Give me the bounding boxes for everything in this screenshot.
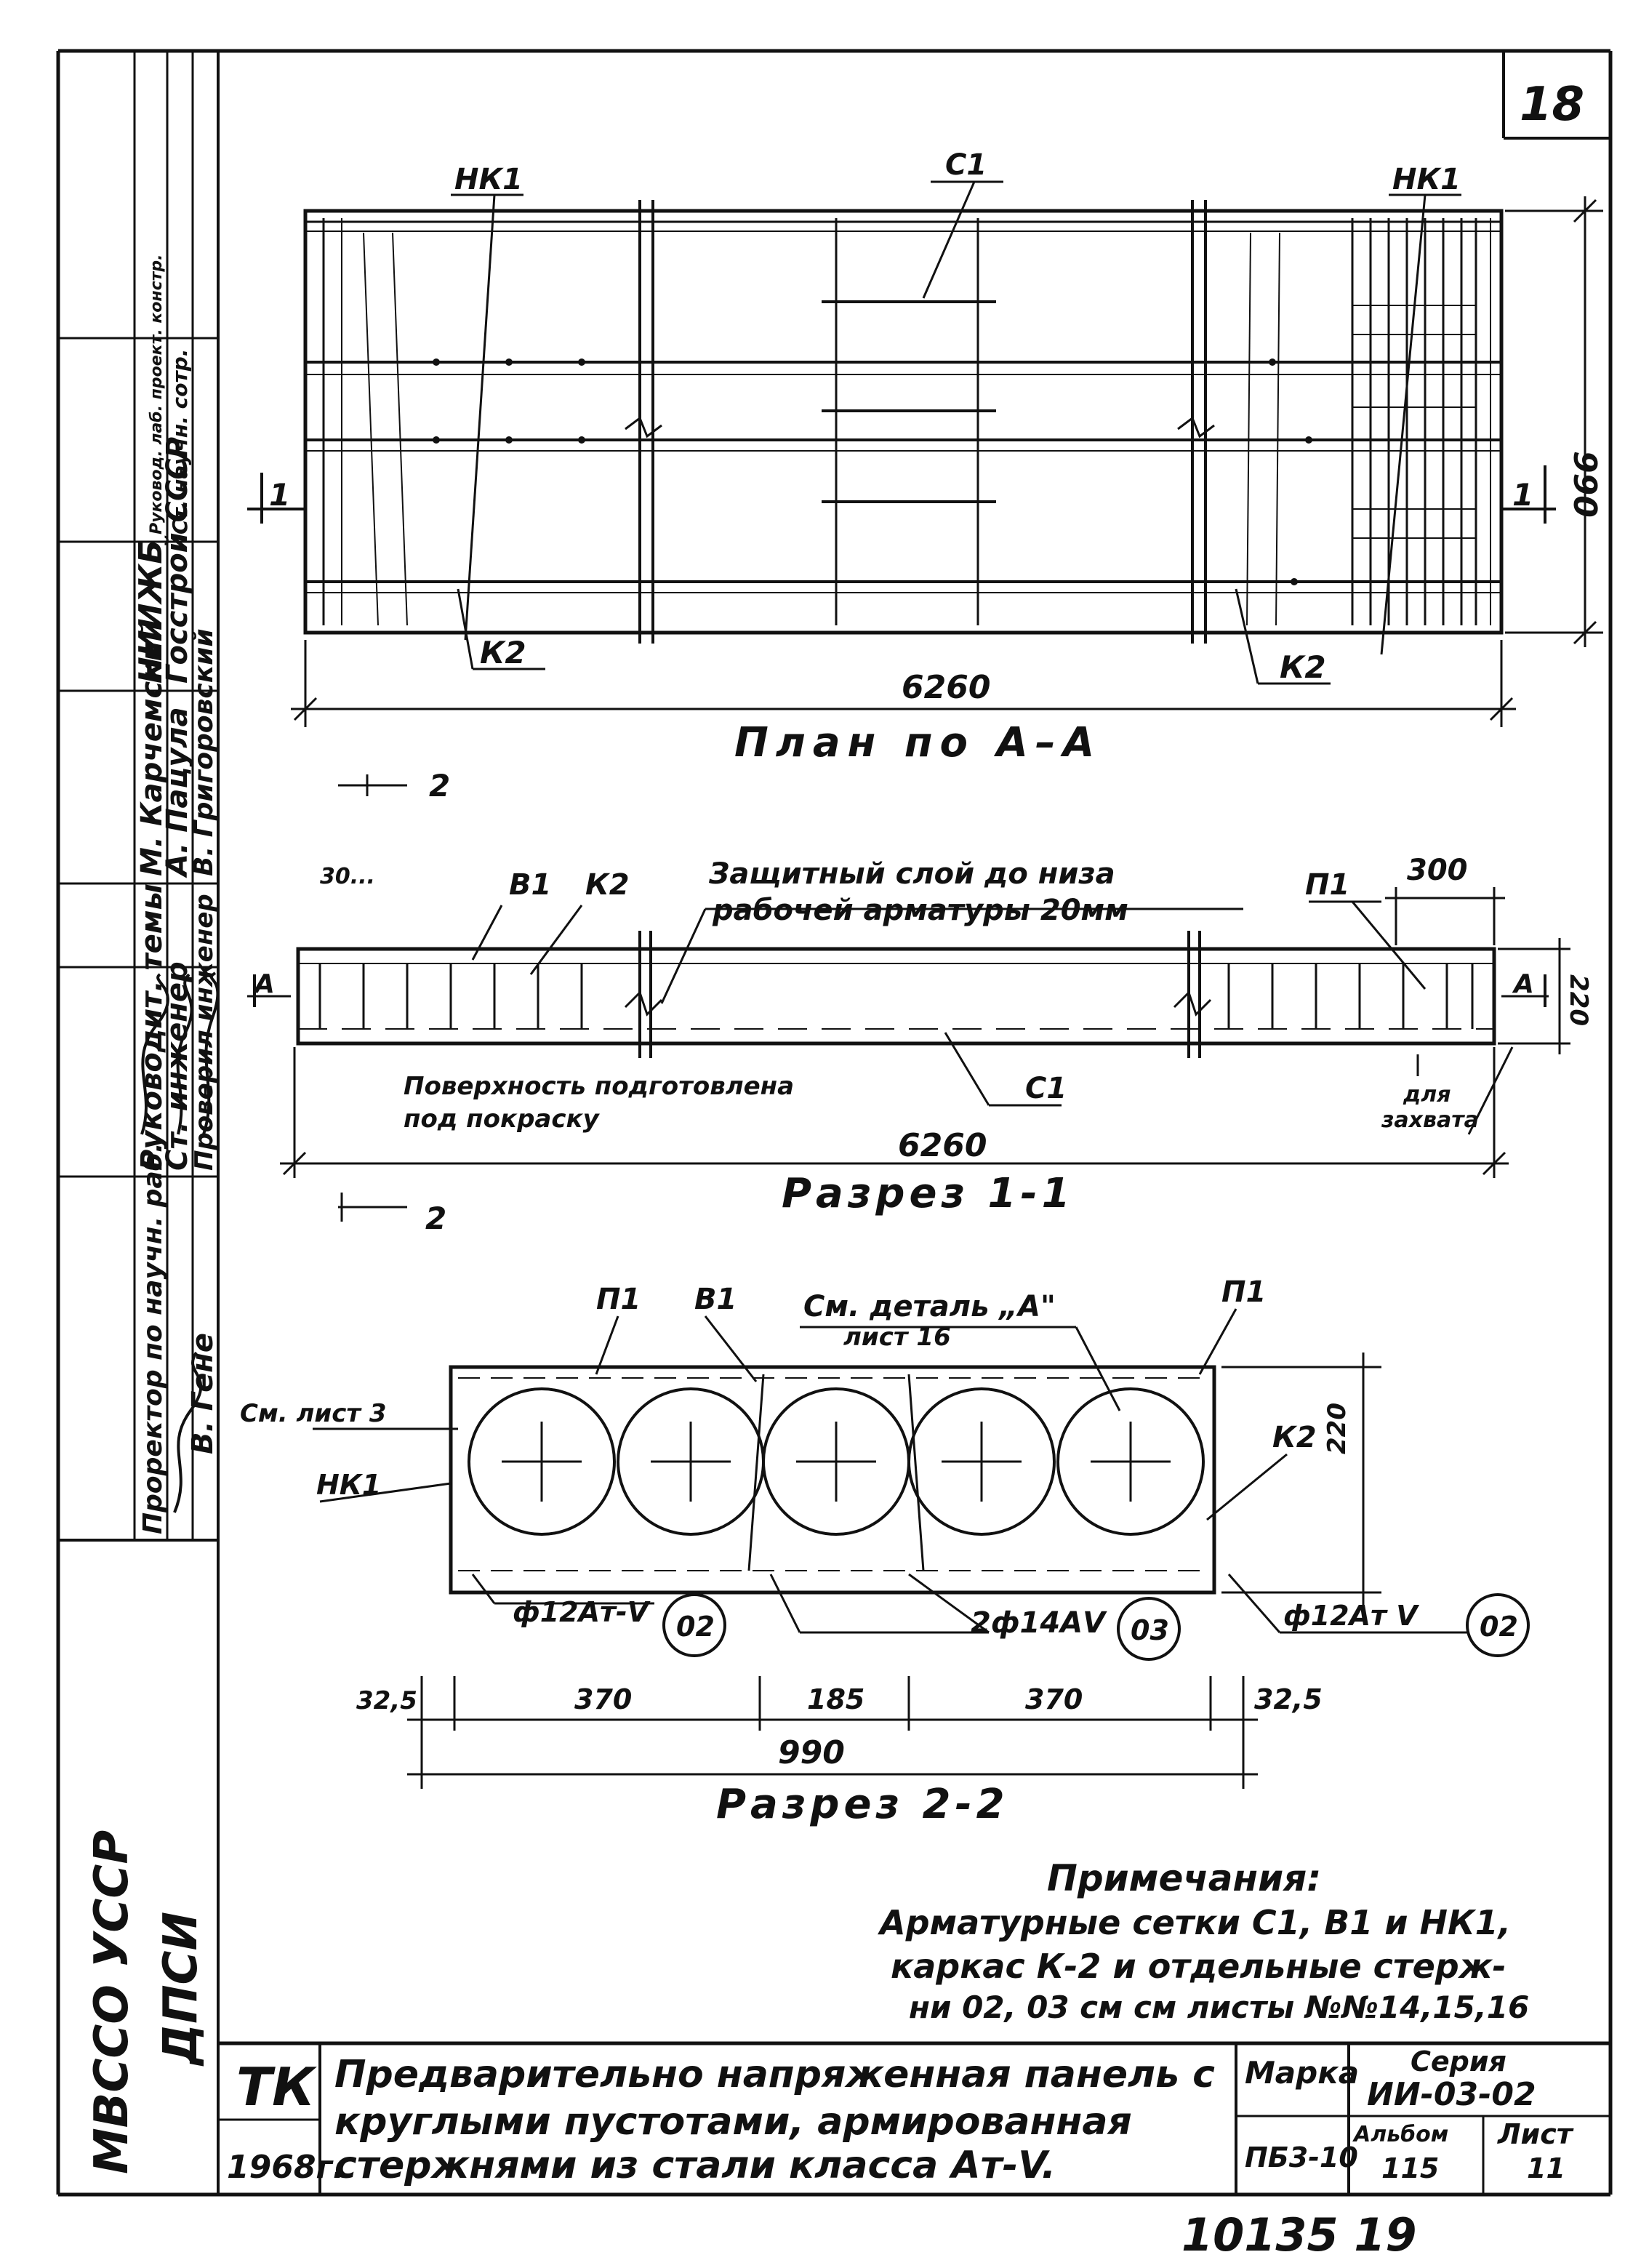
signature-mark [140,973,169,1135]
section11-protective-2: рабочей арматуры 20мм [712,894,1128,927]
section22-dim-3: 370 [1025,1683,1083,1715]
sheet-number-box: 18 [1502,51,1610,140]
stamp-org2: ДПСИ [154,1912,208,2067]
section-2-2-view: П1 В1 П1 К2 См. лист 3 НК1 См. деталь „А… [240,1275,1530,1828]
stamp-a-4: НИИЖБ [132,540,169,684]
title-block: ТК 1968г. Предварительно напряженная пан… [218,2041,1610,2195]
section11-surface-2: под покраску [404,1105,601,1134]
tb-list-value: 11 [1527,2152,1565,2184]
plan-nk1-left: НК1 [454,163,523,196]
tb-title-3: стержнями из стали класса Ат-V. [334,2144,1056,2187]
section11-dim-300: 300 [1407,854,1468,887]
section22-height: 220 [1323,1403,1352,1454]
section11-grip-2: захвата [1381,1107,1479,1133]
plan-nk1-right: НК1 [1392,163,1461,196]
section22-detail-ref-2: лист 16 [843,1323,951,1352]
tb-album-label: Альбом [1352,2122,1448,2147]
section11-p1: П1 [1305,868,1349,902]
section-1-1-view: 2 В1 К2 [247,768,1593,1236]
plan-cut-left: 1 [269,477,290,513]
tb-title-2: круглыми пустотами, армированная [334,2100,1132,2144]
tb-title-1: Предварительно напряженная панель с [334,2053,1215,2096]
plan-k2-left: К2 [480,635,526,670]
section11-surface-1: Поверхность подготовлена [404,1072,794,1101]
section22-rebar-left: ф12Ат-V [513,1596,651,1628]
section22-rebar-right: ф12Ат V [1283,1600,1419,1632]
plan-c1: С1 [945,148,987,182]
plan-cut-right: 1 [1512,477,1533,513]
tb-seria-label: Серия [1411,2045,1506,2077]
section22-bubble-right-circle [1466,1593,1530,1657]
section22-bubble-left-circle [662,1593,726,1657]
notes-line2: каркас К-2 и отдельные стерж- [891,1947,1506,1986]
section22-bubble-mid: 03 [1131,1614,1169,1646]
section11-length: 6260 [898,1127,987,1164]
plan-length-dim: 6260 [902,669,990,706]
section22-dim-0: 32,5 [356,1686,417,1715]
section11-title: Разрез 1-1 [782,1170,1075,1217]
stamp-c-0: В. Гене [186,1333,220,1454]
tb-album-value: 115 [1381,2152,1439,2184]
tb-list-label: Лист [1497,2118,1574,2150]
stamp-b-5: Ст. научн. сотр. [168,349,192,534]
tb-marka-label: Марка [1245,2055,1359,2091]
section11-c1: С1 [1025,1072,1067,1105]
section11-grip-1: для [1403,1082,1451,1107]
stamp-a-1: Руководит. темы [135,883,169,1171]
plan-k2-right: К2 [1280,649,1326,685]
tb-marka-value: ПБ3-10 [1245,2141,1358,2173]
section11-cut-bottom: 2 [425,1201,446,1236]
section22-nk1: НК1 [316,1469,381,1501]
section22-p1-right: П1 [1221,1275,1266,1309]
plan-view: НК1 С1 НК1 К2 К2 1 1 6260 990 План по А–… [247,148,1603,766]
notes-line1: Арматурные сетки С1, В1 и НК1, [878,1903,1511,1942]
section22-title: Разрез 2-2 [716,1781,1009,1828]
section11-height: 220 [1564,974,1593,1026]
plan-width-dim: 990 [1566,451,1603,518]
notes-block: Примечания: Арматурные сетки С1, В1 и НК… [878,1857,1529,2025]
section22-k2: К2 [1272,1421,1317,1454]
stamp-b-4: Госстрой СССР [161,437,194,684]
stamp-c-3: В. Григоровский [189,628,219,876]
tb-org: ТК [236,2056,317,2117]
section11-k2: К2 [585,868,630,902]
section22-total-width: 990 [778,1734,845,1771]
signature-mark [173,1351,203,1513]
notes-title: Примечания: [1047,1857,1321,1899]
side-stamp: МВССО УССР ДПСИ Проректор по научн. раб.… [58,51,220,2174]
stamp-a-5: Руковод. лаб. проект. констр. [148,255,166,535]
plan-title: План по А–А [734,719,1102,766]
stamp-c-1: Проверил инженер [190,894,219,1171]
notes-line3: ни 02, 03 см см листы №№14,15,16 [909,1989,1529,2025]
stamp-a-0: Проректор по научн. раб. [138,1142,168,1534]
section11-b1: В1 [509,868,551,902]
section22-dim-2: 185 [807,1683,864,1715]
stamp-a-3: М. Карчемский [135,621,169,876]
signature-mark [176,973,193,1135]
tb-seria-value: ИИ-03-02 [1367,2076,1536,2113]
section11-protective-1: Защитный слой до низа [708,857,1115,891]
section22-p1-left: П1 [596,1283,641,1316]
sheet-frame [56,49,1613,2197]
section22-rebar-mid: 2ф14АV [971,1606,1107,1640]
section22-dim-4: 32,5 [1254,1683,1323,1715]
sheet-number: 18 [1520,78,1584,132]
tb-year: 1968г. [227,2149,345,2186]
section11-a-right: А [1512,969,1534,999]
section11-cut-top: 2 [429,768,450,804]
section22-bubble-left: 02 [676,1611,715,1643]
section22-bubble-right: 02 [1480,1611,1518,1643]
bottom-number: 10135 19 [1181,2208,1417,2261]
signature-mark [202,971,220,1135]
stamp-b-3: А. Пацула [161,707,194,878]
section11-a-left: А [252,969,275,999]
section22-bubble-mid-circle [1117,1597,1181,1661]
stamp-org1: МВССО УССР [85,1830,139,2174]
section22-dim-1: 370 [574,1683,632,1715]
section22-b1: В1 [694,1283,737,1316]
section22-see-sheet: См. лист 3 [240,1399,387,1428]
section11-left-partial: 30... [320,864,375,889]
section22-detail-ref-1: См. деталь „А" [803,1290,1056,1323]
